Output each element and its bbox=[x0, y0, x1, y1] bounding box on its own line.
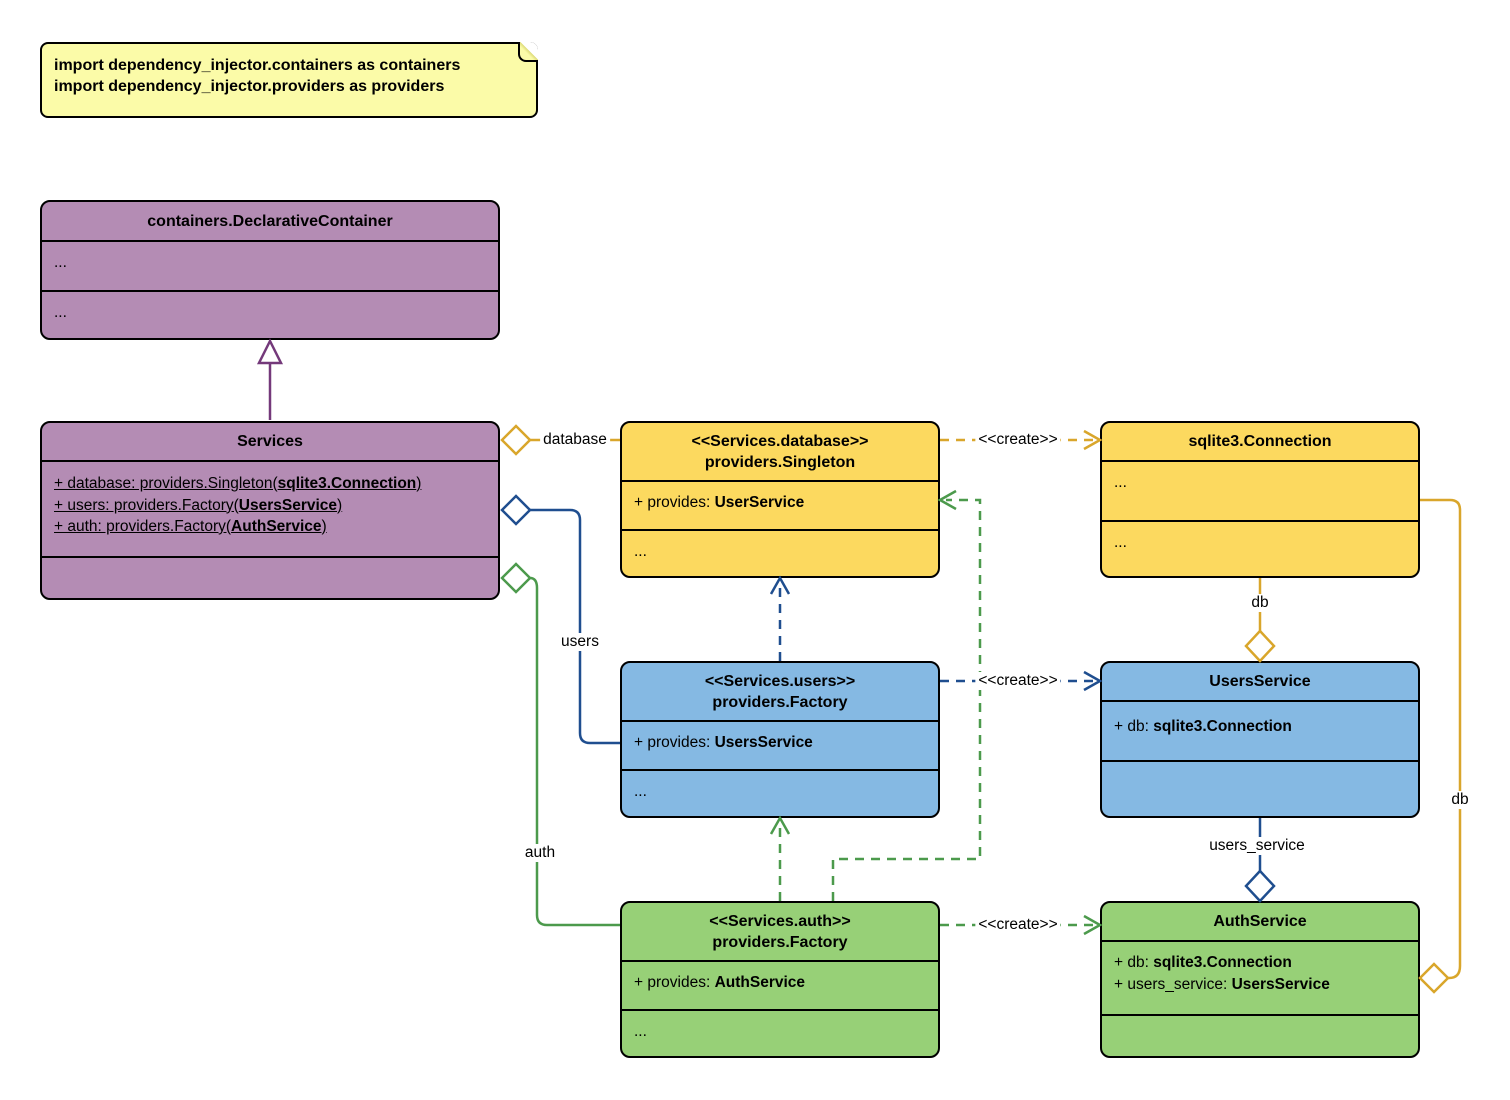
class-stereotype: <<Services.auth>> bbox=[709, 912, 851, 930]
attr-text: + users_service: bbox=[1114, 976, 1232, 993]
class-attributes-section: + db: sqlite3.Connection + users_service… bbox=[1102, 940, 1418, 1014]
attr-text: ) bbox=[337, 496, 343, 514]
attribute-database: + database: providers.Singleton(sqlite3.… bbox=[54, 473, 498, 495]
class-box-declarative-container: containers.DeclarativeContainer ... ... bbox=[40, 200, 500, 340]
attr-text: + provides: bbox=[634, 734, 715, 751]
attr-type: sqlite3.Connection bbox=[1153, 954, 1292, 971]
attributes-placeholder: ... bbox=[54, 254, 67, 271]
class-attributes-section: ... bbox=[1102, 460, 1418, 520]
methods-placeholder: ... bbox=[634, 1023, 647, 1040]
attr-type: sqlite3.Connection bbox=[1153, 718, 1292, 735]
methods-placeholder: ... bbox=[1114, 534, 1127, 551]
methods-placeholder: ... bbox=[54, 304, 67, 321]
class-title: UsersService bbox=[1209, 673, 1311, 690]
methods-placeholder: ... bbox=[634, 543, 647, 560]
note-fold-corner-icon bbox=[518, 42, 538, 62]
class-methods-section bbox=[42, 556, 498, 598]
class-attributes-section: + provides: AuthService bbox=[622, 960, 938, 1009]
class-title: sqlite3.Connection bbox=[1188, 433, 1332, 450]
class-title: Services bbox=[237, 433, 303, 450]
attr-text: + provides: bbox=[634, 974, 715, 991]
attr-text: ) bbox=[416, 475, 422, 492]
attr-text: + database: providers.Singleton( bbox=[54, 475, 278, 492]
attr-text: + provides: bbox=[634, 494, 715, 511]
methods-placeholder: ... bbox=[634, 783, 647, 800]
class-box-users-factory: <<Services.users>> providers.Factory + p… bbox=[620, 661, 940, 818]
attr-text: + users: providers.Factory( bbox=[54, 496, 239, 514]
attribute-users: + users: providers.Factory(UsersService) bbox=[54, 495, 498, 517]
class-box-users-service: UsersService + db: sqlite3.Connection bbox=[1100, 661, 1420, 818]
class-methods-section: ... bbox=[42, 290, 498, 338]
class-name: providers.Factory bbox=[712, 933, 848, 951]
attribute-auth: + auth: providers.Factory(AuthService) bbox=[54, 516, 498, 538]
attr-type: UserService bbox=[714, 494, 805, 511]
attr-type: UsersService bbox=[238, 496, 338, 514]
class-methods-section bbox=[1102, 1014, 1418, 1056]
class-methods-section: ... bbox=[622, 1009, 938, 1056]
class-methods-section: ... bbox=[622, 529, 938, 576]
class-stereotype: <<Services.users>> bbox=[704, 672, 856, 690]
attr-text: + db: bbox=[1114, 718, 1154, 735]
class-methods-section: ... bbox=[622, 769, 938, 816]
attr-type: UsersService bbox=[1231, 976, 1330, 993]
note-line-1: import dependency_injector.containers as… bbox=[54, 57, 461, 74]
class-attributes-section: + db: sqlite3.Connection bbox=[1102, 700, 1418, 760]
attr-type: AuthService bbox=[714, 974, 806, 991]
class-box-auth-service: AuthService + db: sqlite3.Connection + u… bbox=[1100, 901, 1420, 1058]
attributes-placeholder: ... bbox=[1114, 474, 1127, 491]
attr-text: + db: bbox=[1114, 954, 1154, 971]
import-note: import dependency_injector.containers as… bbox=[40, 42, 538, 118]
class-box-database-singleton: <<Services.database>> providers.Singleto… bbox=[620, 421, 940, 578]
attribute-provides: + provides: AuthService bbox=[634, 972, 938, 994]
attr-text: + auth: providers.Factory( bbox=[54, 518, 232, 535]
attribute-provides: + provides: UsersService bbox=[634, 732, 938, 754]
class-attributes-section: + provides: UserService bbox=[622, 480, 938, 529]
class-attributes-section: + database: providers.Singleton(sqlite3.… bbox=[42, 460, 498, 556]
class-methods-section bbox=[1102, 760, 1418, 816]
class-box-sqlite-connection: sqlite3.Connection ... ... bbox=[1100, 421, 1420, 578]
class-box-services: Services + database: providers.Singleton… bbox=[40, 421, 500, 600]
attr-type: UsersService bbox=[714, 734, 813, 751]
class-name: providers.Singleton bbox=[704, 453, 856, 471]
class-title: <<Services.users>> providers.Factory bbox=[622, 663, 938, 720]
class-attributes-section: ... bbox=[42, 240, 498, 290]
attribute-provides: + provides: UserService bbox=[634, 492, 938, 514]
class-title: containers.DeclarativeContainer bbox=[147, 212, 393, 230]
attr-text: ) bbox=[321, 518, 327, 535]
class-attributes-section: + provides: UsersService bbox=[622, 720, 938, 769]
attribute-users-service: + users_service: UsersService bbox=[1114, 974, 1418, 996]
attribute-db: + db: sqlite3.Connection bbox=[1114, 716, 1418, 738]
class-title: <<Services.database>> providers.Singleto… bbox=[622, 423, 938, 480]
class-methods-section: ... bbox=[1102, 520, 1418, 576]
class-title: <<Services.auth>> providers.Factory bbox=[622, 903, 938, 960]
attr-type: sqlite3.Connection bbox=[277, 475, 417, 492]
attr-type: AuthService bbox=[231, 518, 322, 535]
class-box-auth-factory: <<Services.auth>> providers.Factory + pr… bbox=[620, 901, 940, 1058]
class-title: AuthService bbox=[1213, 913, 1307, 930]
attribute-db: + db: sqlite3.Connection bbox=[1114, 952, 1418, 974]
class-stereotype: <<Services.database>> bbox=[691, 432, 869, 450]
class-name: providers.Factory bbox=[712, 693, 848, 711]
note-line-2: import dependency_injector.providers as … bbox=[54, 78, 445, 95]
